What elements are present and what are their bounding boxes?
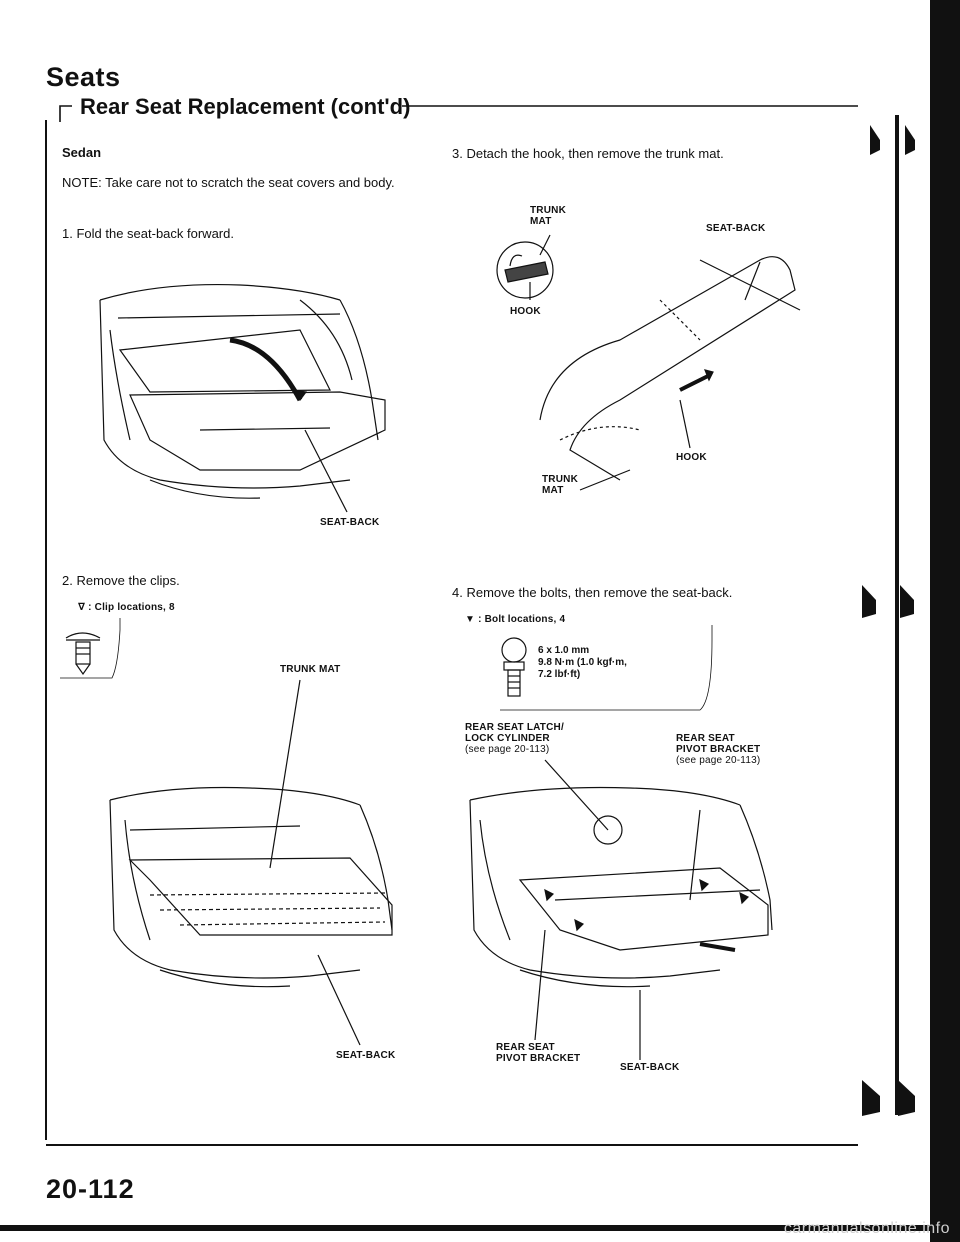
bolt-locations-legend: ▼ : Bolt locations, 4: [465, 614, 566, 625]
bolt-icon: [500, 625, 713, 711]
fig4-label-latch-line2: LOCK CYLINDER: [465, 733, 550, 744]
header-bracket-left: [59, 105, 72, 122]
figure-4-remove-seatback: [469, 759, 773, 1060]
figure-3-hook-detail: [496, 234, 801, 491]
page-number: 20-112: [46, 1174, 135, 1204]
clip-locations-legend: ∇ : Clip locations, 8: [78, 602, 175, 613]
section-title: Rear Seat Replacement (cont'd): [80, 94, 411, 119]
note-text: NOTE: Take care not to scratch the seat …: [62, 175, 395, 190]
fig3-label-seat-back: SEAT-BACK: [706, 223, 766, 234]
fig1-label-seat-back: SEAT-BACK: [320, 517, 380, 528]
fig4-label-pivot-bottom-line2: PIVOT BRACKET: [496, 1053, 581, 1064]
fig2-label-seat-back: SEAT-BACK: [336, 1050, 396, 1061]
bolt-size: 6 x 1.0 mm: [538, 645, 590, 656]
figure-1-fold-seatback: [99, 283, 386, 513]
bolt-torque-metric: 9.8 N·m (1.0 kgf·m,: [538, 657, 627, 668]
model-heading: Sedan: [62, 145, 102, 160]
watermark: carmanualsonline.info: [783, 1220, 950, 1237]
fig4-label-pivot-ref: (see page 20-113): [676, 755, 761, 766]
fig3-label-hook-left: HOOK: [510, 306, 541, 317]
step-4: 4. Remove the bolts, then remove the sea…: [452, 585, 733, 600]
step-1: 1. Fold the seat-back forward.: [62, 226, 234, 241]
clip-icon: [60, 618, 121, 679]
fig3-label-hook-right: HOOK: [676, 452, 707, 463]
step-3: 3. Detach the hook, then remove the trun…: [452, 146, 724, 161]
fig4-label-latch-line1: REAR SEAT LATCH/: [465, 722, 564, 733]
figure-2-clip-locations: [109, 679, 393, 1046]
fig3-label-trunk-mat-top: TRUNK MAT: [530, 205, 566, 227]
fig4-label-seat-back: SEAT-BACK: [620, 1062, 680, 1073]
fig2-label-trunk-mat: TRUNK MAT: [280, 664, 341, 675]
fig4-label-pivot-line1: REAR SEAT: [676, 733, 735, 744]
page-title: Seats: [46, 62, 121, 92]
fig4-label-pivot-bottom-line1: REAR SEAT: [496, 1042, 555, 1053]
bolt-torque-imperial: 7.2 lbf·ft): [538, 669, 581, 680]
fig4-label-pivot-line2: PIVOT BRACKET: [676, 744, 761, 755]
step-2: 2. Remove the clips.: [62, 573, 180, 588]
fig3-label-trunk-mat-bottom: TRUNK MAT: [542, 474, 578, 496]
fig4-label-latch-ref: (see page 20-113): [465, 744, 550, 755]
